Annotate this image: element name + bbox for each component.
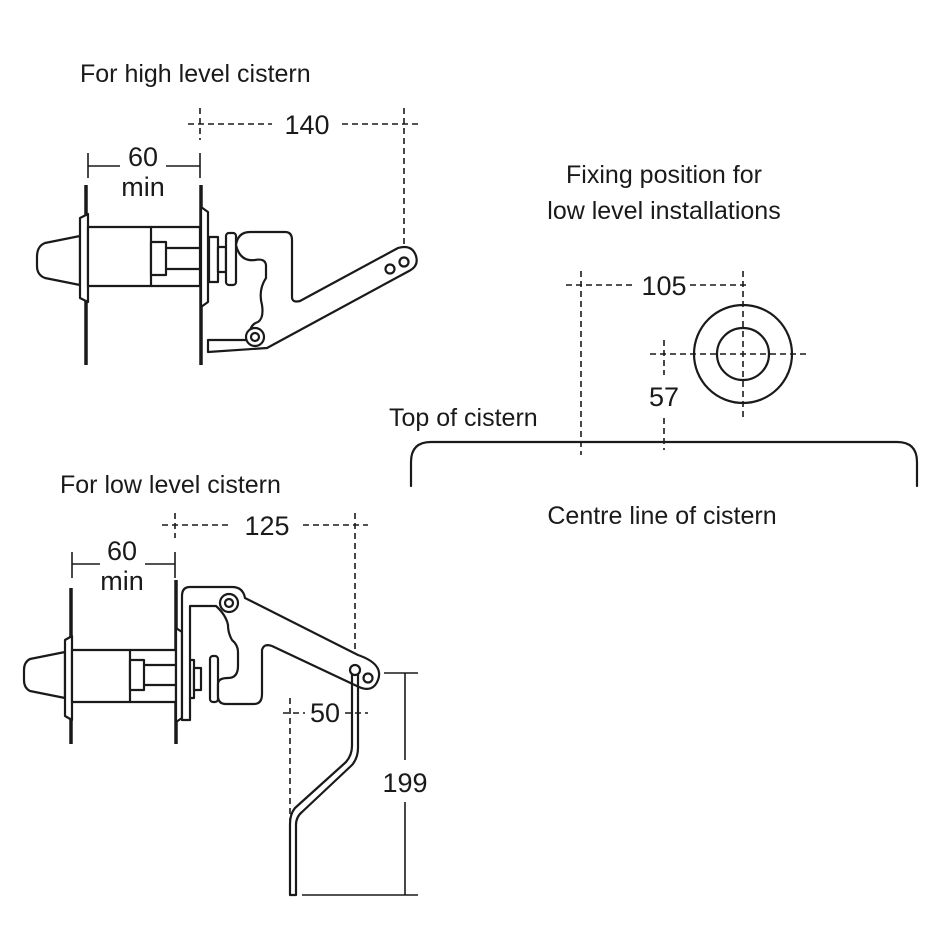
back-washer bbox=[216, 245, 228, 274]
fixing-hole-inner bbox=[715, 326, 771, 382]
handle-knob-low bbox=[22, 650, 67, 700]
dim-60-label: 60 bbox=[128, 142, 158, 172]
dim-199-label: 199 bbox=[382, 768, 427, 798]
spindle-nut bbox=[149, 240, 168, 277]
rod-hook bbox=[348, 663, 362, 677]
rear-flange bbox=[199, 205, 210, 309]
pivot-hole-low bbox=[223, 597, 235, 609]
link-rod bbox=[288, 671, 360, 897]
dim-50-label: 50 bbox=[310, 698, 340, 728]
pivot-eye bbox=[244, 326, 266, 348]
lever-arm bbox=[206, 230, 418, 354]
back-washer-low bbox=[192, 666, 203, 692]
dim-125-label: 125 bbox=[244, 511, 289, 541]
lever-hole-2 bbox=[398, 256, 410, 268]
lever-arm-low bbox=[180, 585, 381, 722]
dim-57-label: 57 bbox=[649, 382, 679, 412]
dim-60-note: min bbox=[121, 172, 165, 202]
fixing-title-line1: Fixing position for bbox=[566, 161, 762, 189]
lever-hole-1 bbox=[384, 263, 396, 275]
back-nut bbox=[207, 235, 220, 284]
lever-hole-low bbox=[362, 672, 374, 684]
body-barrel-low bbox=[70, 648, 178, 704]
dim-60-label-low: 60 bbox=[107, 536, 137, 566]
top-of-cistern-label: Top of cistern bbox=[389, 404, 538, 432]
lock-nut bbox=[224, 231, 238, 287]
dim-105-label: 105 bbox=[641, 271, 686, 301]
pivot-hole bbox=[249, 331, 261, 343]
fixing-title-line2: low level installations bbox=[547, 197, 780, 225]
body-barrel bbox=[86, 225, 202, 288]
centre-line-label: Centre line of cistern bbox=[547, 502, 776, 530]
high-level-group: For high level cistern 140 60 min bbox=[35, 60, 418, 365]
low-level-group: For low level cistern 125 60 min bbox=[22, 471, 428, 897]
fixing-position-group: Fixing position for low level installati… bbox=[389, 161, 919, 530]
front-flange-low bbox=[63, 634, 74, 722]
spindle-nut-low bbox=[128, 658, 146, 692]
high-level-title: For high level cistern bbox=[80, 60, 311, 88]
cistern-top-outline bbox=[409, 440, 919, 488]
lock-nut-low bbox=[208, 654, 220, 704]
pivot-eye-low bbox=[218, 592, 240, 614]
low-level-title: For low level cistern bbox=[60, 471, 281, 499]
front-flange bbox=[78, 212, 90, 304]
dim-140-label: 140 bbox=[284, 110, 329, 140]
handle-knob bbox=[35, 234, 82, 287]
dim-60-note-low: min bbox=[100, 566, 144, 596]
